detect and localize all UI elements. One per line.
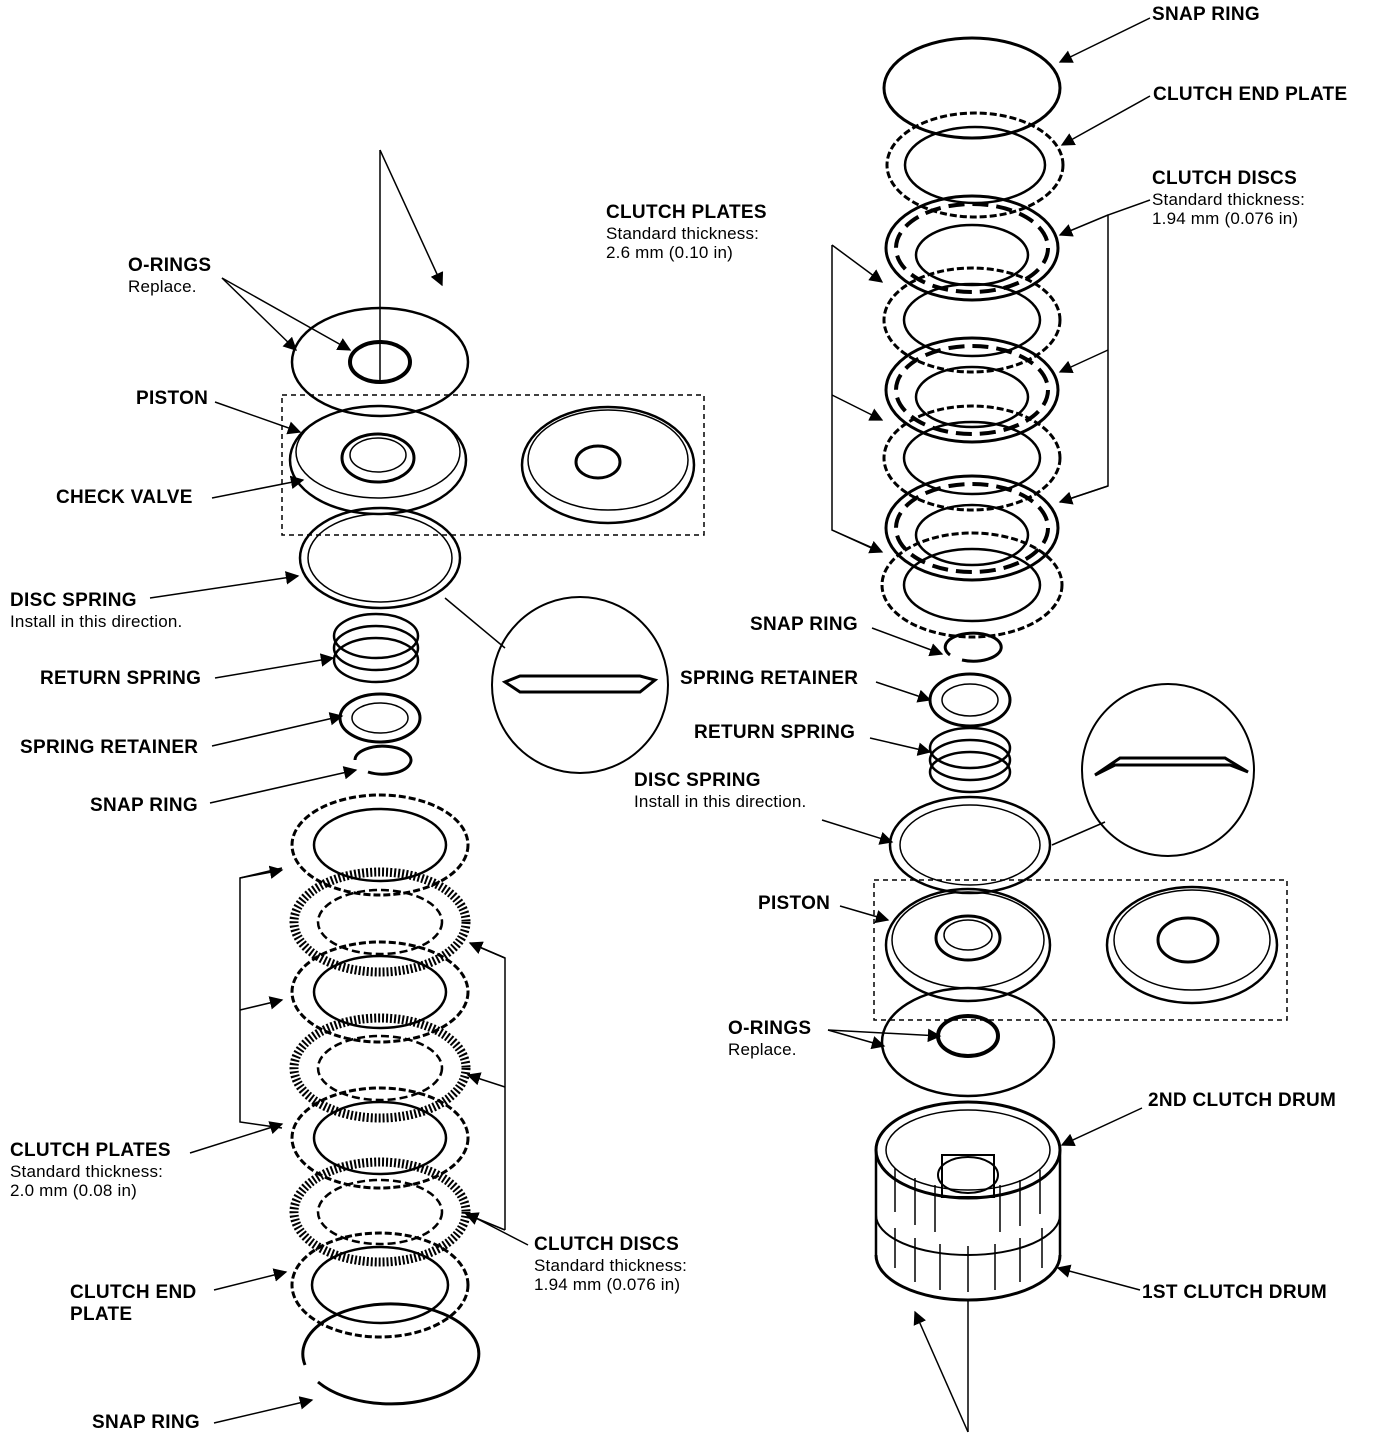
label-left-disc-spring-note: Install in this direction. xyxy=(10,611,183,631)
left-disc-spring-profile xyxy=(501,674,659,694)
left-snap-ring-lower xyxy=(301,1302,481,1406)
left-piston-detail-box xyxy=(281,394,705,536)
right-piston xyxy=(884,887,1052,1003)
left-snap-ring-upper xyxy=(353,744,413,776)
left-clutch-plate-3 xyxy=(290,1086,470,1190)
label-left-clutch-plates-title: CLUTCH PLATES xyxy=(10,1140,171,1161)
label-left-clutch-plates: CLUTCH PLATES Standard thickness: 2.0 mm… xyxy=(10,1140,171,1201)
label-right-disc-spring-title: DISC SPRING xyxy=(634,770,761,791)
label-left-o-rings: O-RINGS Replace. xyxy=(128,255,211,296)
label-right-clutch-plates-note2: 2.6 mm (0.10 in) xyxy=(606,243,733,263)
left-clutch-plate-2 xyxy=(290,940,470,1044)
right-clutch-end-plate xyxy=(885,111,1065,219)
label-right-disc-spring-note: Install in this direction. xyxy=(634,791,807,811)
right-clutch-disc-2 xyxy=(884,336,1060,444)
label-right-1st-clutch-drum: 1ST CLUTCH DRUM xyxy=(1142,1282,1327,1304)
label-left-snap-ring-lower-title: SNAP RING xyxy=(92,1412,200,1433)
label-left-disc-spring: DISC SPRING Install in this direction. xyxy=(10,590,182,631)
label-left-spring-retainer-title: SPRING RETAINER xyxy=(20,737,199,758)
right-snap-ring-mid xyxy=(943,631,1003,663)
label-right-snap-ring-top-title: SNAP RING xyxy=(1152,4,1260,25)
right-piston-detail-box xyxy=(873,879,1288,1021)
label-right-o-rings: O-RINGS Replace. xyxy=(728,1018,811,1059)
label-right-snap-ring-top: SNAP RING xyxy=(1152,4,1260,26)
label-left-snap-ring-lower: SNAP RING xyxy=(92,1412,200,1434)
left-o-ring-inner xyxy=(348,340,412,384)
label-left-clutch-discs-note1: Standard thickness: xyxy=(534,1255,688,1275)
label-right-2nd-clutch-drum: 2ND CLUTCH DRUM xyxy=(1148,1090,1336,1112)
right-clutch-drum xyxy=(874,1100,1062,1302)
label-right-return-spring-title: RETURN SPRING xyxy=(694,722,856,743)
label-right-snap-ring-mid: SNAP RING xyxy=(750,614,858,636)
left-clutch-disc-1 xyxy=(289,867,471,977)
label-left-clutch-discs: CLUTCH DISCS Standard thickness: 1.94 mm… xyxy=(534,1234,687,1295)
right-disc-spring-magnifier xyxy=(1081,683,1255,857)
right-disc-spring xyxy=(888,795,1052,895)
right-piston-reverse-view xyxy=(1105,885,1279,1005)
label-left-snap-ring-upper-title: SNAP RING xyxy=(90,795,198,816)
left-clutch-disc-2 xyxy=(289,1013,471,1123)
label-left-disc-spring-title: DISC SPRING xyxy=(10,590,137,611)
label-right-piston-title: PISTON xyxy=(758,893,831,914)
left-clutch-plate-1 xyxy=(290,793,470,897)
label-right-spring-retainer: SPRING RETAINER xyxy=(680,668,858,690)
label-right-spring-retainer-title: SPRING RETAINER xyxy=(680,668,859,689)
label-left-piston-title: PISTON xyxy=(136,388,209,409)
label-right-clutch-plates: CLUTCH PLATES Standard thickness: 2.6 mm… xyxy=(606,202,767,263)
label-left-o-rings-title: O-RINGS xyxy=(128,255,212,276)
label-left-piston: PISTON xyxy=(136,388,208,410)
left-disc-spring-magnifier xyxy=(491,596,669,774)
left-o-ring-outer xyxy=(290,306,470,418)
left-clutch-disc-3 xyxy=(289,1157,471,1267)
right-clutch-plate-2 xyxy=(882,404,1062,512)
label-left-check-valve: CHECK VALVE xyxy=(56,487,193,509)
label-left-o-rings-note: Replace. xyxy=(128,276,197,296)
label-right-o-rings-title: O-RINGS xyxy=(728,1018,812,1039)
label-right-clutch-plates-note1: Standard thickness: xyxy=(606,223,760,243)
label-left-return-spring-title: RETURN SPRING xyxy=(40,668,202,689)
left-return-spring xyxy=(332,612,420,660)
right-o-ring-inner xyxy=(936,1014,1000,1058)
label-left-snap-ring-upper: SNAP RING xyxy=(90,795,198,817)
label-right-2nd-clutch-drum-title: 2ND CLUTCH DRUM xyxy=(1148,1090,1337,1111)
right-return-spring xyxy=(928,726,1012,770)
label-left-check-valve-title: CHECK VALVE xyxy=(56,487,193,508)
label-right-clutch-discs-note2: 1.94 mm (0.076 in) xyxy=(1152,209,1299,229)
right-clutch-plate-1 xyxy=(882,266,1062,374)
label-right-snap-ring-mid-title: SNAP RING xyxy=(750,614,858,635)
label-left-clutch-end-plate-title2: PLATE xyxy=(70,1303,133,1325)
label-left-clutch-end-plate-title1: CLUTCH END xyxy=(70,1282,197,1303)
label-left-clutch-discs-title: CLUTCH DISCS xyxy=(534,1234,680,1255)
label-right-clutch-discs: CLUTCH DISCS Standard thickness: 1.94 mm… xyxy=(1152,168,1305,229)
label-right-clutch-end-plate: CLUTCH END PLATE xyxy=(1153,84,1347,106)
right-disc-spring-profile xyxy=(1094,756,1249,777)
label-right-return-spring: RETURN SPRING xyxy=(694,722,855,744)
label-left-clutch-plates-note2: 2.0 mm (0.08 in) xyxy=(10,1181,137,1201)
label-right-disc-spring: DISC SPRING Install in this direction. xyxy=(634,770,806,811)
left-direction-arrow xyxy=(379,149,444,287)
label-right-clutch-discs-note1: Standard thickness: xyxy=(1152,189,1306,209)
left-clutch-end-plate xyxy=(290,1231,470,1339)
label-left-clutch-end-plate: CLUTCH END PLATE xyxy=(70,1282,197,1326)
left-piston-reverse-view xyxy=(520,405,696,525)
label-right-o-rings-note: Replace. xyxy=(728,1039,797,1059)
right-o-ring-outer xyxy=(880,986,1056,1098)
left-disc-spring xyxy=(298,506,462,610)
label-right-1st-clutch-drum-title: 1ST CLUTCH DRUM xyxy=(1142,1282,1327,1303)
label-right-piston: PISTON xyxy=(758,893,830,915)
label-left-clutch-discs-note2: 1.94 mm (0.076 in) xyxy=(534,1275,681,1295)
label-left-clutch-plates-note1: Standard thickness: xyxy=(10,1161,164,1181)
label-right-clutch-discs-title: CLUTCH DISCS xyxy=(1152,168,1298,189)
right-snap-ring-top xyxy=(882,36,1062,140)
label-right-clutch-plates-title: CLUTCH PLATES xyxy=(606,202,767,223)
label-left-spring-retainer: SPRING RETAINER xyxy=(20,737,198,759)
label-left-return-spring: RETURN SPRING xyxy=(40,668,201,690)
right-clutch-plate-3 xyxy=(880,531,1064,639)
label-right-clutch-end-plate-title: CLUTCH END PLATE xyxy=(1153,84,1348,105)
right-clutch-disc-3 xyxy=(884,474,1060,582)
right-direction-arrow xyxy=(913,1310,969,1433)
right-clutch-disc-1 xyxy=(884,194,1060,302)
